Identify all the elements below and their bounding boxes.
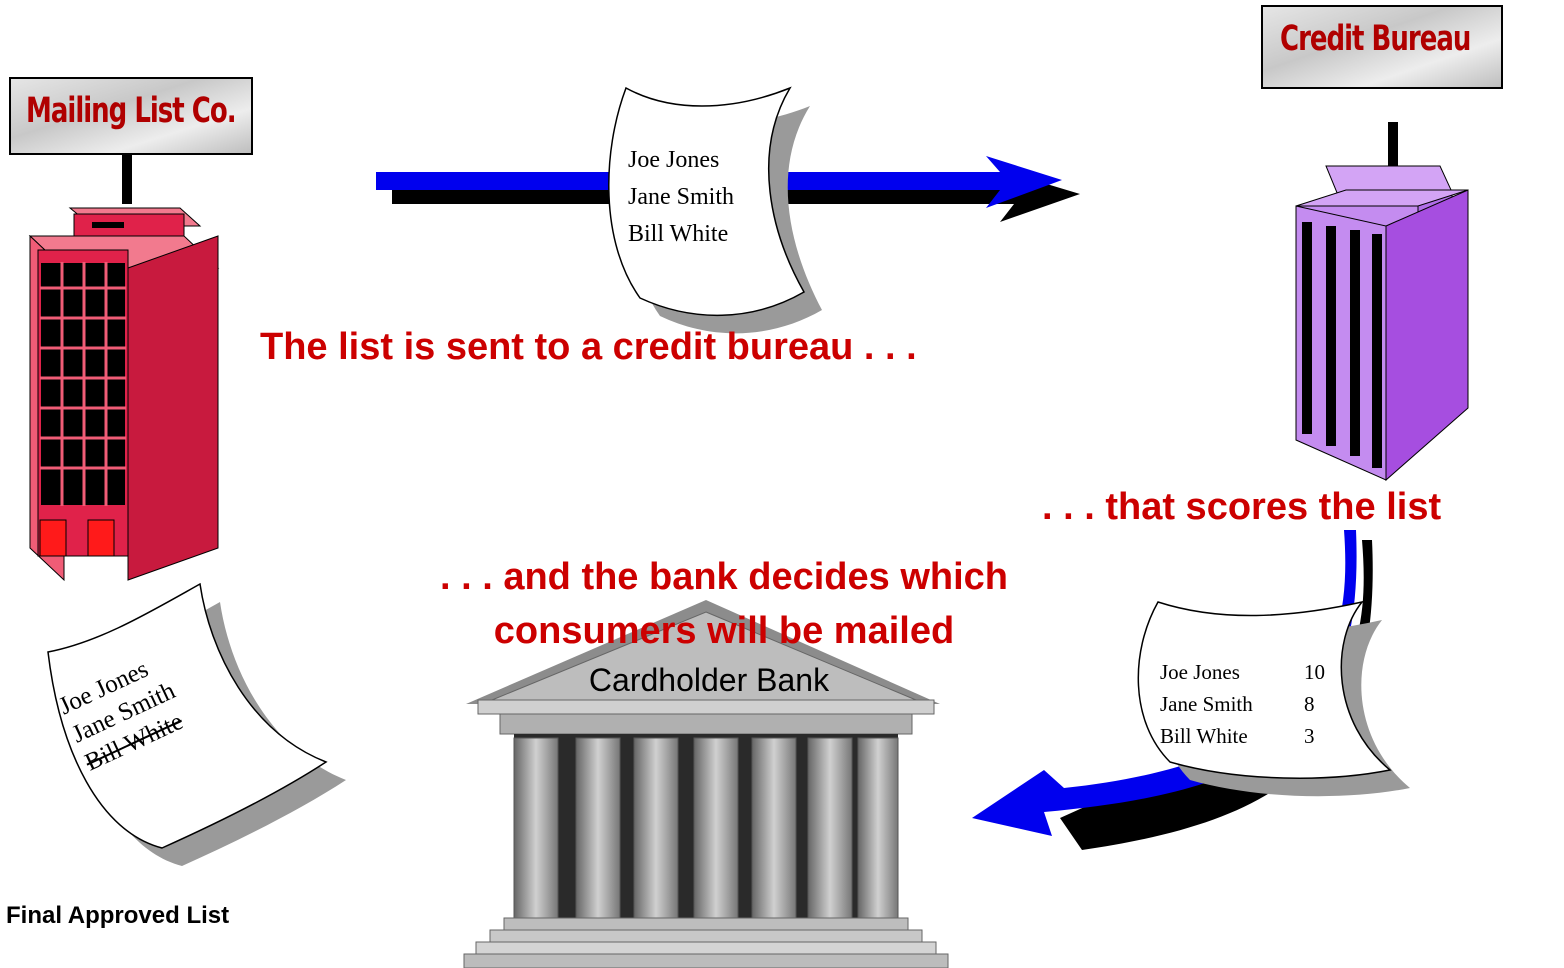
caption-scores: . . . that scores the list — [1042, 486, 1442, 528]
scored-row: Jane Smith 8 — [1160, 688, 1325, 720]
mailing-building — [9, 77, 253, 582]
scored-list: Joe Jones 10 Jane Smith 8 Bill White 3 — [1160, 656, 1325, 752]
sent-list: Joe Jones Jane Smith Bill White — [628, 142, 734, 253]
mailing-sign-board — [9, 77, 253, 155]
bureau-sign-text: Credit Bureau — [1280, 18, 1471, 60]
mailing-sign-text: Mailing List Co. — [26, 90, 237, 132]
scored-row: Joe Jones 10 — [1160, 656, 1325, 688]
scored-row-name: Joe Jones — [1160, 660, 1240, 684]
final-list-label: Final Approved List — [6, 902, 230, 929]
sent-list-paper — [608, 86, 822, 334]
scored-row-score: 10 — [1304, 660, 1325, 684]
scored-row-name: Bill White — [1160, 724, 1248, 748]
caption-sent: The list is sent to a credit bureau . . … — [260, 326, 917, 368]
bank-name: Cardholder Bank — [588, 662, 830, 698]
caption-bank-line2: consumers will be mailed — [493, 610, 955, 652]
sent-list-name: Bill White — [628, 221, 729, 247]
scored-row-name: Jane Smith — [1160, 692, 1253, 716]
final-list-paper — [47, 582, 346, 866]
bureau-building — [1261, 5, 1503, 482]
scored-row-score: 3 — [1304, 724, 1315, 748]
sent-list-name: Joe Jones — [628, 147, 720, 173]
sent-list-name: Jane Smith — [628, 184, 734, 210]
bank-building — [463, 600, 949, 968]
bureau-sign-board — [1261, 5, 1503, 89]
scored-row: Bill White 3 — [1160, 720, 1325, 752]
scored-row-score: 8 — [1304, 692, 1315, 716]
caption-bank-line1: . . . and the bank decides which — [439, 556, 1008, 598]
scored-list-paper — [1137, 600, 1410, 797]
